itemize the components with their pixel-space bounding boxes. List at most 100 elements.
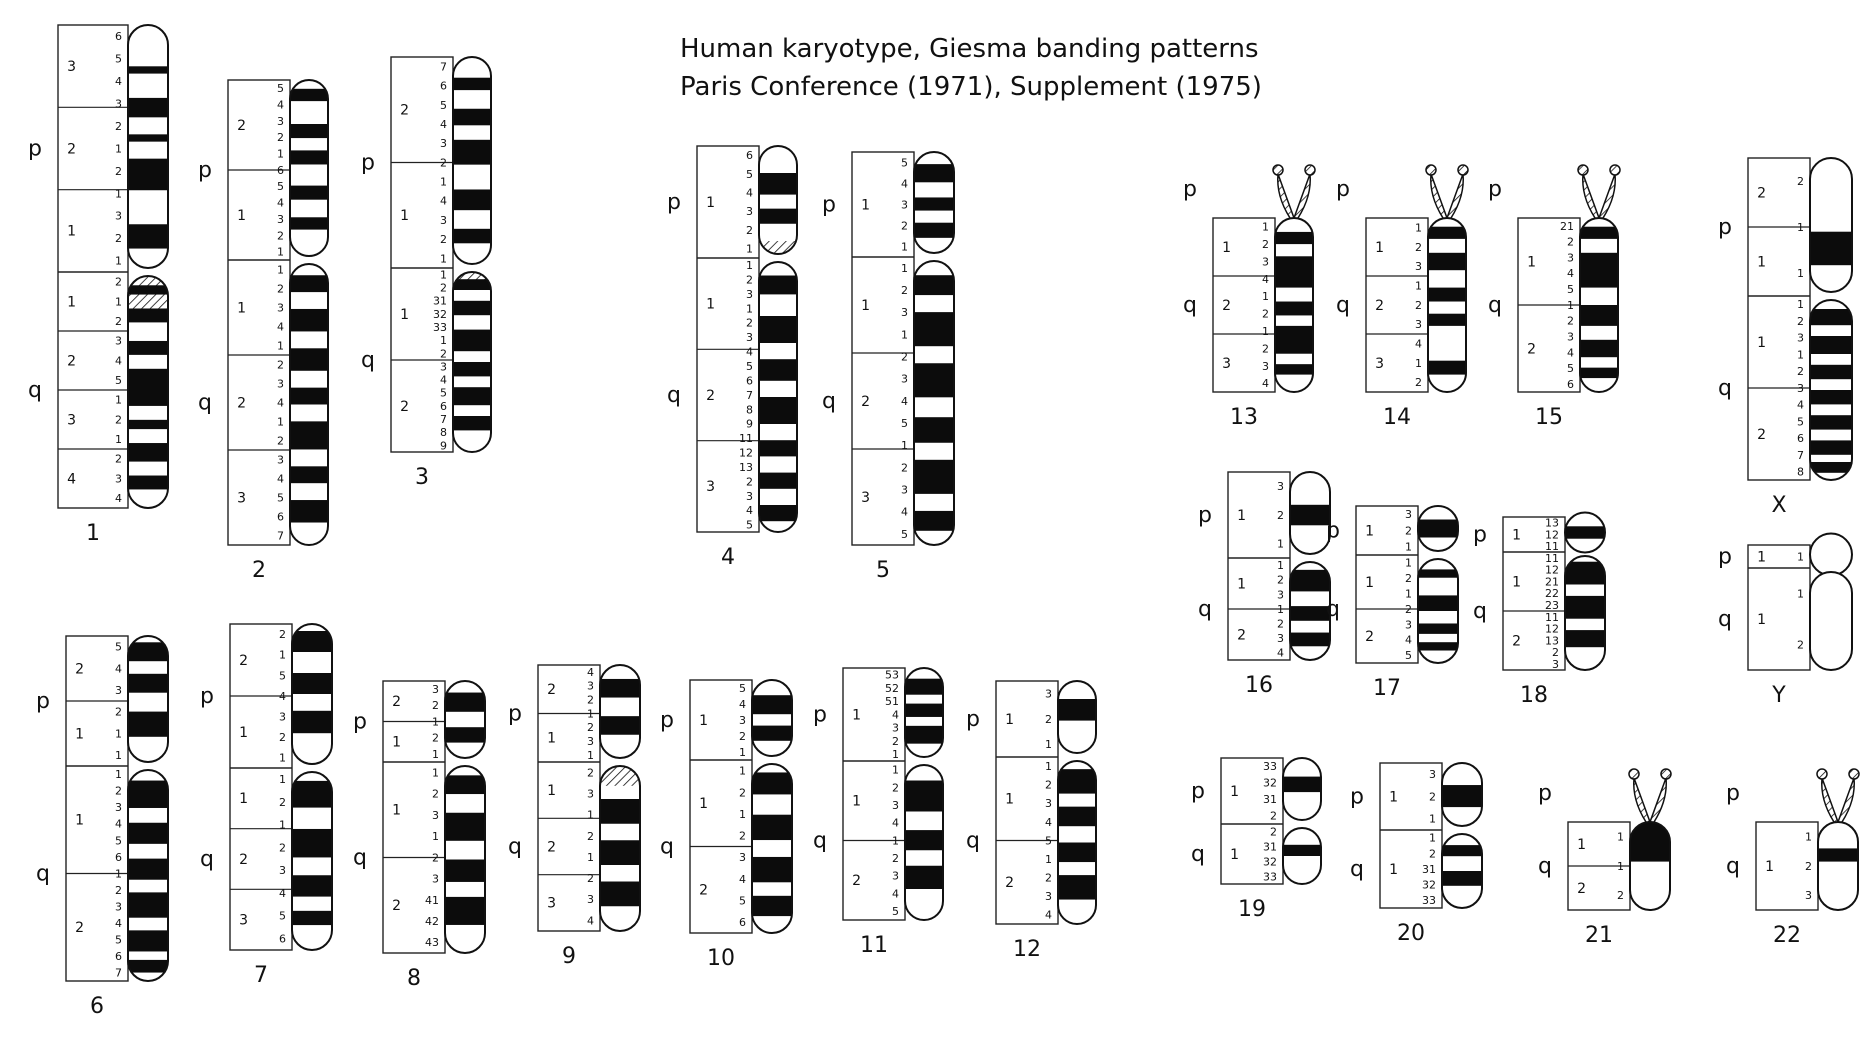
satellite-stalk [1582, 173, 1600, 219]
region-number: 1 [1757, 549, 1766, 565]
band-number: 2 [440, 156, 447, 169]
band-number: 1 [901, 439, 908, 452]
band-number: 2 [1805, 860, 1812, 873]
region-number: 4 [67, 471, 76, 487]
g-band-dark [759, 275, 797, 295]
arm-label-q: q [200, 847, 214, 872]
g-band-dark [1058, 875, 1096, 900]
g-band-dark [1565, 630, 1605, 648]
g-band-dark [914, 510, 954, 531]
region-number: 1 [237, 300, 246, 316]
region-number: 3 [861, 490, 870, 506]
chromosome-number-label: 8 [407, 966, 421, 991]
arm-label-q: q [1350, 857, 1364, 882]
band-number: 42 [425, 915, 439, 928]
g-band-dark [600, 678, 640, 698]
band-number: 1 [440, 176, 447, 189]
region-number: 3 [239, 913, 248, 929]
g-band-dark [1580, 226, 1618, 239]
g-band-dark [1818, 848, 1858, 862]
band-number: 1 [115, 768, 122, 781]
band-number: 3 [901, 483, 908, 496]
title-line-2: Paris Conference (1971), Supplement (197… [680, 72, 1262, 102]
band-number: 32 [1422, 878, 1436, 891]
band-number: 5 [277, 82, 284, 95]
band-index-box [1227, 471, 1291, 661]
band-number: 2 [1270, 825, 1277, 838]
region-number: 1 [1237, 508, 1246, 524]
region-number: 2 [1375, 298, 1384, 314]
band-number: 2 [277, 358, 284, 371]
band-number: 2 [746, 317, 753, 330]
g-band-dark [128, 780, 168, 808]
band-number: 3 [1277, 632, 1284, 645]
band-number: 11 [1545, 540, 1559, 553]
band-number: 3 [746, 490, 753, 503]
band-number: 1 [1617, 860, 1624, 873]
band-number: 4 [901, 506, 908, 519]
g-band-dark [453, 329, 491, 352]
g-band-dark [1810, 231, 1852, 266]
g-band-dark [290, 150, 328, 165]
satellite-stalk [1649, 777, 1667, 823]
g-band-dark [1275, 325, 1313, 354]
band-number: 33 [1263, 870, 1277, 883]
band-number: 3 [901, 198, 908, 211]
arm-label-q: q [822, 389, 836, 414]
band-number: 1 [440, 252, 447, 265]
region-number: 1 [1577, 837, 1586, 853]
band-number: 4 [746, 346, 753, 359]
g-band-dark [1283, 776, 1321, 793]
band-number: 1 [279, 752, 286, 765]
arm-label-q: q [198, 391, 212, 416]
band-number: 3 [1045, 688, 1052, 701]
g-band-dark [1275, 364, 1313, 375]
band-number: 3 [1045, 797, 1052, 810]
chromosome-number-label: 16 [1245, 673, 1273, 698]
band-number: 4 [115, 492, 122, 505]
band-number: 12 [1545, 528, 1559, 541]
band-number: 1 [115, 295, 122, 308]
band-number: 3 [432, 873, 439, 886]
band-number: 3 [587, 893, 594, 906]
arm-label-p: p [1473, 523, 1487, 548]
g-band-dark [292, 828, 332, 858]
band-number: 3 [1797, 332, 1804, 345]
g-band-dark [600, 840, 640, 865]
chromatid-outline [1057, 680, 1097, 754]
band-number: 1 [115, 142, 122, 155]
g-band-dark [759, 472, 797, 489]
g-band-dark [1290, 606, 1330, 621]
g-band-dark [453, 387, 491, 406]
region-number: 2 [1005, 875, 1014, 891]
band-number: 1 [1805, 831, 1812, 844]
g-band-dark [752, 725, 792, 741]
g-band-dark [1810, 309, 1852, 326]
chromatid-outline [1809, 571, 1853, 671]
band-number: 11 [739, 432, 753, 445]
g-band-dark [445, 775, 485, 795]
arm-label-p: p [1326, 519, 1340, 544]
band-number: 7 [440, 60, 447, 73]
band-number: 4 [1277, 647, 1284, 660]
band-number: 1 [1277, 603, 1284, 616]
band-number: 2 [115, 276, 122, 289]
band-number: 31 [433, 295, 447, 308]
band-number: 1 [1277, 538, 1284, 551]
chromatid-outline [291, 771, 333, 951]
g-band-dark [128, 959, 168, 973]
arm-label-p: p [1718, 545, 1732, 570]
region-number: 1 [239, 791, 248, 807]
g-band-dark [128, 858, 168, 880]
band-number: 6 [440, 80, 447, 93]
g-band-dark [128, 822, 168, 844]
g-band-dark [1275, 231, 1313, 245]
chromatid-outline [1427, 217, 1467, 393]
arm-label-q: q [361, 348, 375, 373]
g-band-dark [292, 631, 332, 652]
band-number: 5 [279, 910, 286, 923]
